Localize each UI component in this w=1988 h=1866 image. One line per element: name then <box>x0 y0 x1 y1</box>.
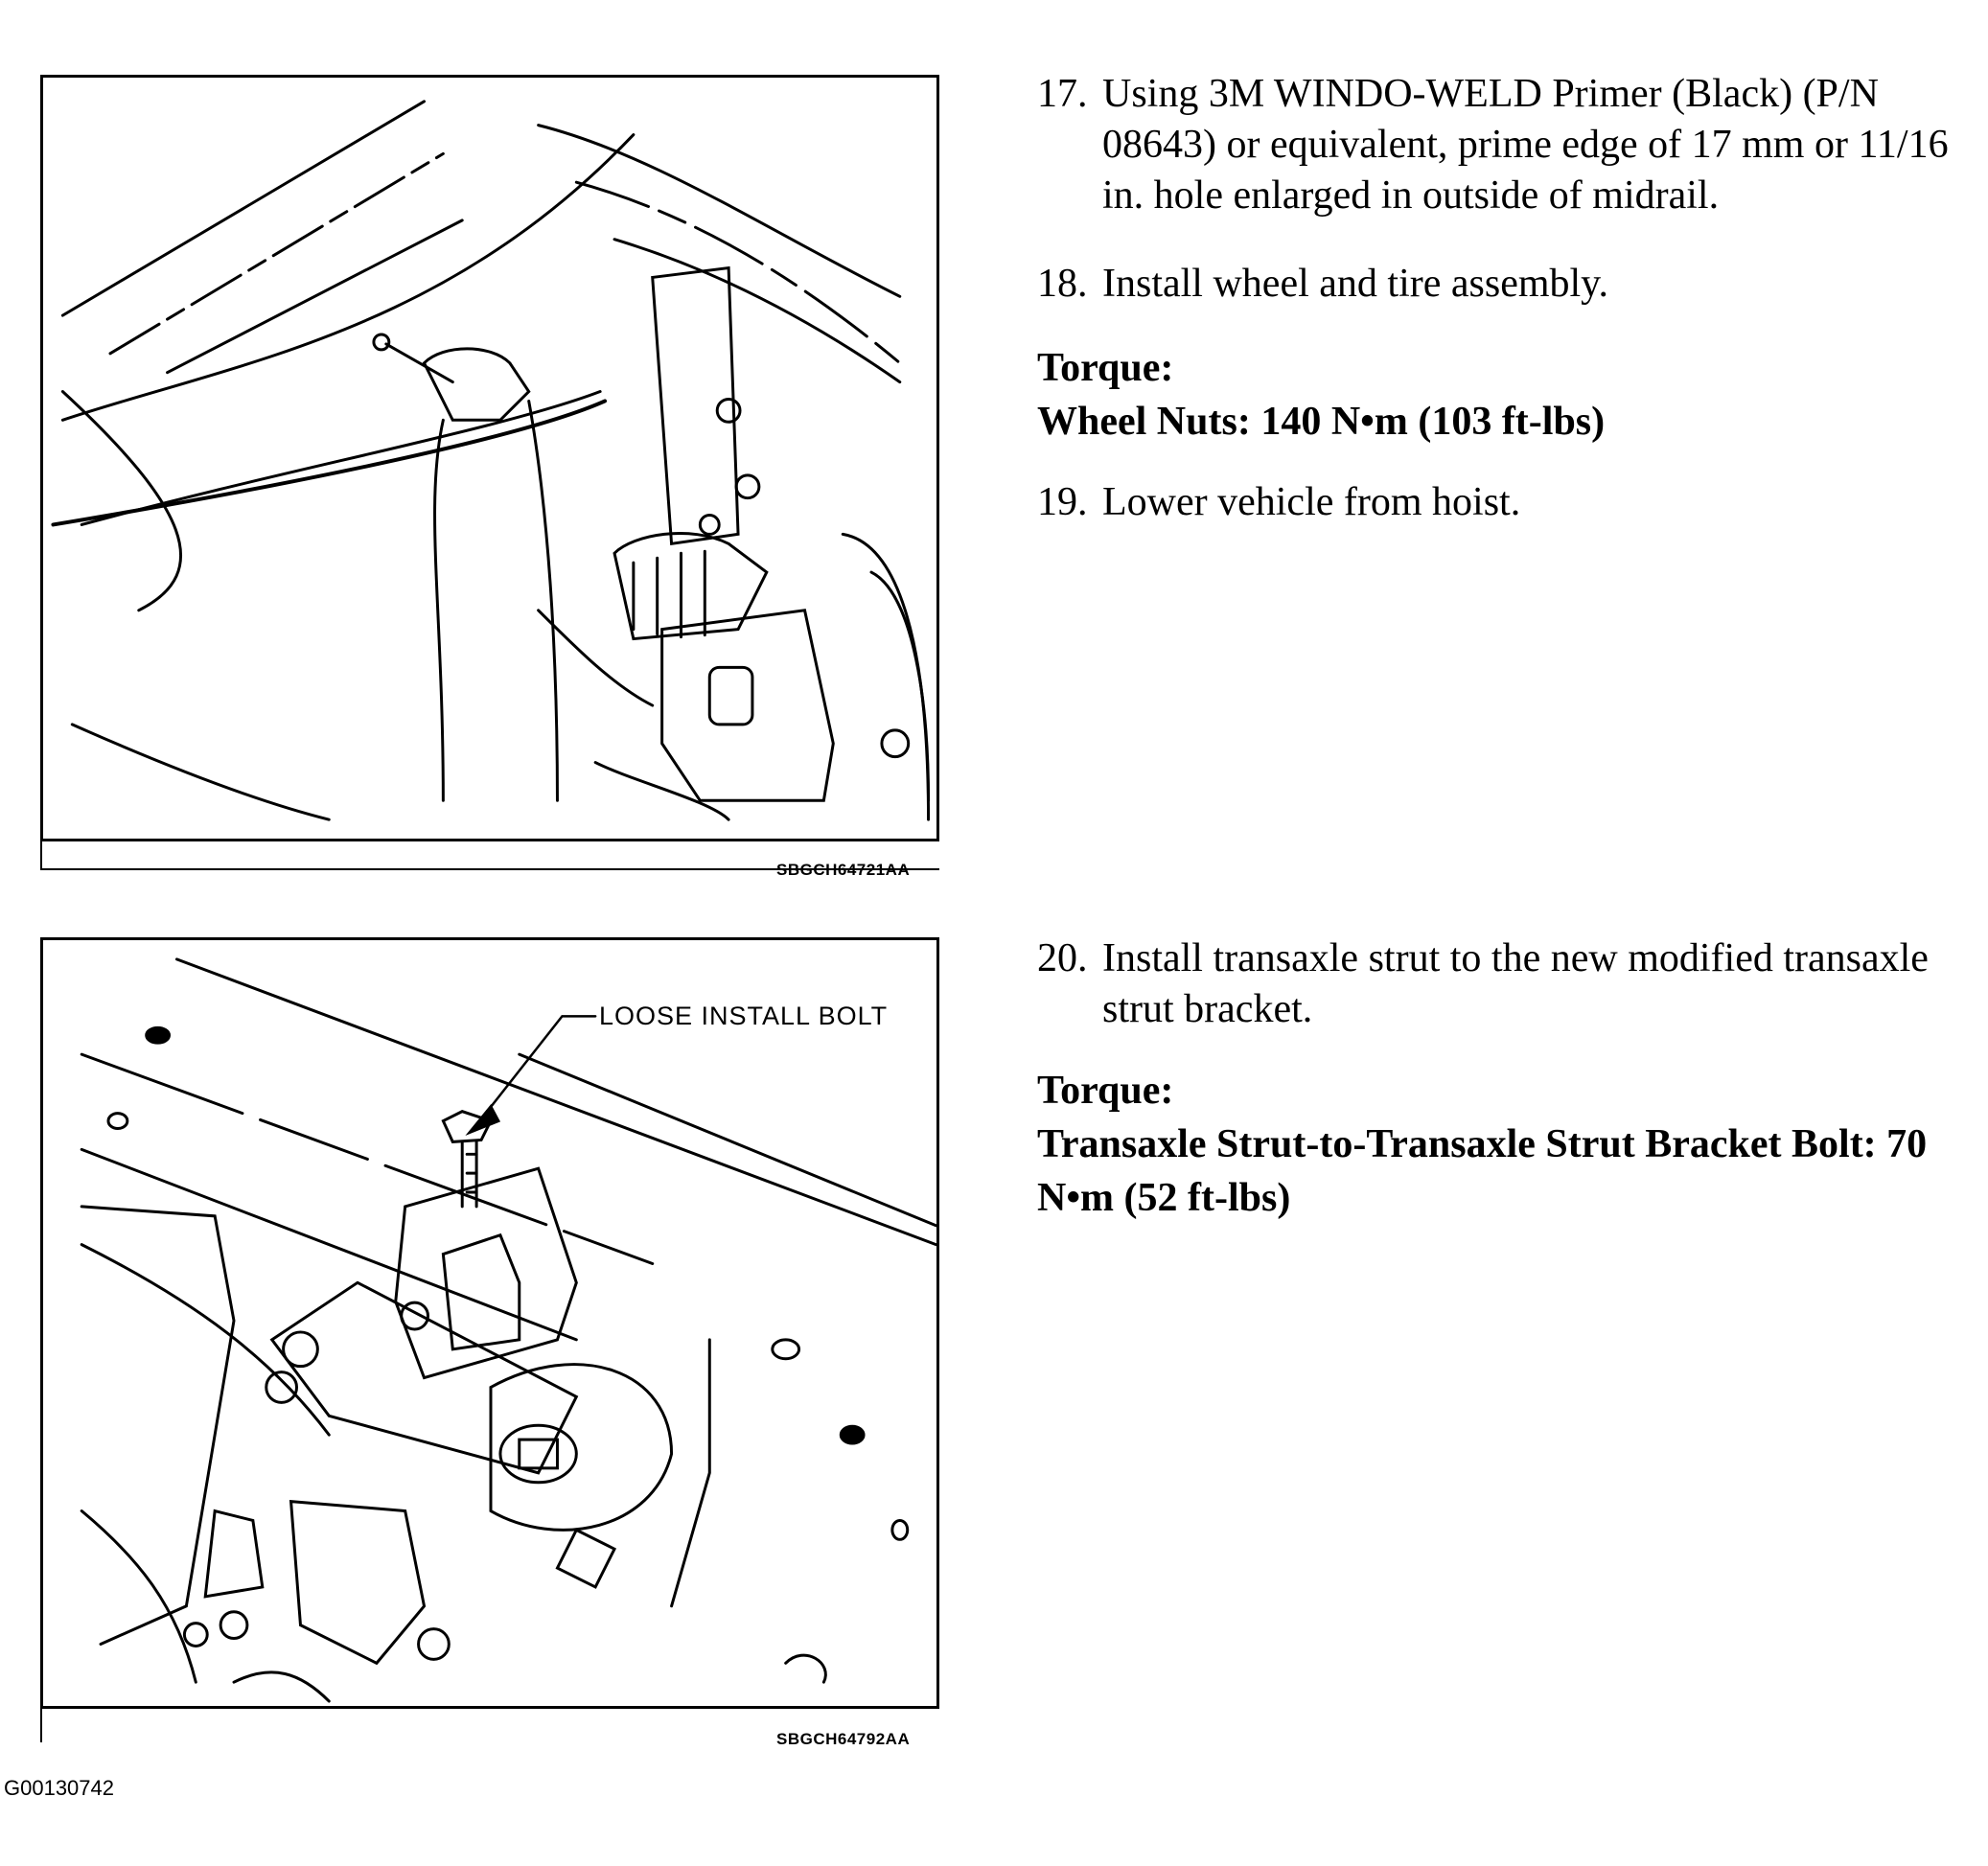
torque-heading: Torque: <box>1037 346 1174 390</box>
step-text: Lower vehicle from hoist. <box>1102 480 1521 524</box>
step-text: Install transaxle strut to the new modif… <box>1102 936 1929 1031</box>
figure-side-rule <box>40 841 42 870</box>
torque-value: Transaxle Strut-to-Transaxle Strut Brack… <box>1037 1122 1928 1220</box>
wheel-well-illustration <box>51 100 931 821</box>
figure-caption-rule <box>40 868 939 870</box>
torque-spec-strut-bracket: Torque: Transaxle Strut-to-Transaxle Str… <box>1037 1064 1976 1225</box>
step-17: 17. Using 3M WINDO-WELD Primer (Black) (… <box>1037 69 1976 221</box>
figure-id: SBGCH64721AA <box>776 861 911 879</box>
step-18: 18. Install wheel and tire assembly. <box>1037 259 1976 310</box>
figure-transaxle-strut: LOOSE INSTALL BOLT <box>40 937 939 1709</box>
torque-heading: Torque: <box>1037 1069 1174 1113</box>
figure-wheel-well <box>40 75 939 841</box>
step-text: Using 3M WINDO-WELD Primer (Black) (P/N … <box>1102 72 1949 218</box>
torque-spec-wheel-nuts: Torque: Wheel Nuts: 140 N•m (103 ft-lbs) <box>1037 341 1976 449</box>
step-text: Install wheel and tire assembly. <box>1102 262 1608 306</box>
document-id: G00130742 <box>4 1776 114 1800</box>
transaxle-strut-illustration <box>80 957 936 1703</box>
figure-id: SBGCH64792AA <box>776 1730 911 1748</box>
callout-loose-install-bolt: LOOSE INSTALL BOLT <box>599 1002 889 1030</box>
step-number: 17. <box>1037 72 1088 116</box>
step-number: 19. <box>1037 480 1088 524</box>
step-number: 18. <box>1037 262 1088 306</box>
step-19: 19. Lower vehicle from hoist. <box>1037 477 1976 528</box>
figure-side-rule <box>40 1709 42 1742</box>
torque-value: Wheel Nuts: 140 N•m (103 ft-lbs) <box>1037 400 1606 444</box>
step-20: 20. Install transaxle strut to the new m… <box>1037 933 1976 1035</box>
step-number: 20. <box>1037 936 1088 980</box>
